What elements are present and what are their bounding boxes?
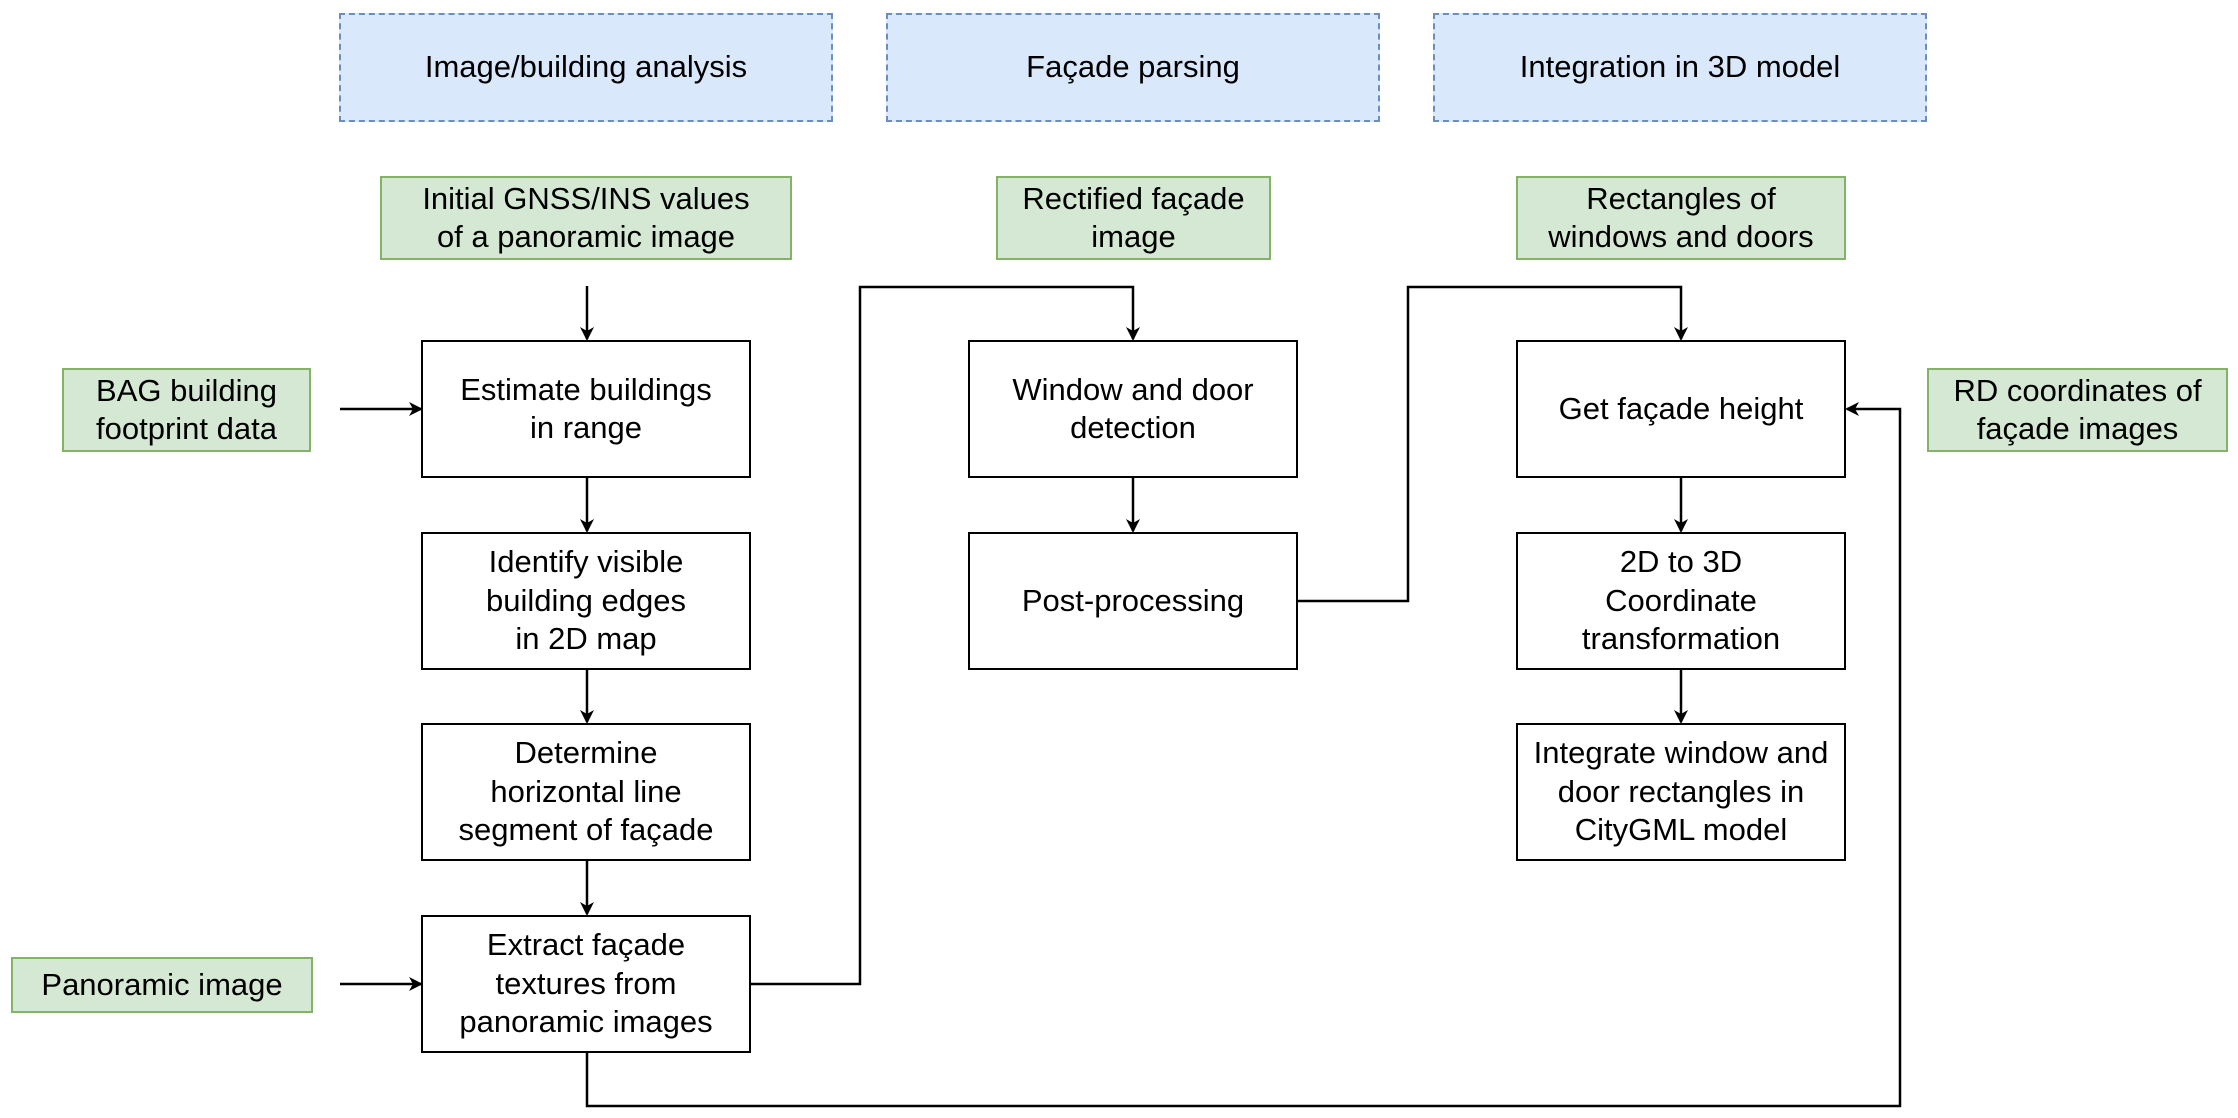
input-rectified-facade: Rectified façade image — [996, 176, 1271, 260]
process-post-processing-label: Post-processing — [1021, 582, 1245, 618]
process-window-door-detection-label: Window and door detection — [1012, 371, 1254, 445]
stage-facade-parsing: Façade parsing — [886, 13, 1380, 122]
input-panoramic-image-label: Panoramic image — [41, 966, 283, 1002]
process-extract-textures: Extract façade textures from panoramic i… — [421, 915, 751, 1053]
process-window-door-detection: Window and door detection — [968, 340, 1298, 478]
process-post-processing: Post-processing — [968, 532, 1298, 670]
input-gnss-values-label: Initial GNSS/INS values of a panoramic i… — [422, 180, 750, 254]
stage-integration-label: Integration in 3D model — [1519, 49, 1841, 85]
process-estimate-buildings: Estimate buildings in range — [421, 340, 751, 478]
process-integrate-citygml-label: Integrate window and door rectangles in … — [1533, 735, 1829, 848]
process-determine-segment: Determine horizontal line segment of faç… — [421, 723, 751, 861]
process-identify-edges-label: Identify visible building edges in 2D ma… — [486, 544, 686, 657]
process-get-facade-height-label: Get façade height — [1558, 390, 1804, 426]
input-bag-footprint-label: BAG building footprint data — [96, 372, 277, 446]
arrow-extract-to-height — [585, 402, 1902, 1108]
process-identify-edges: Identify visible building edges in 2D ma… — [421, 532, 751, 670]
process-estimate-buildings-label: Estimate buildings in range — [460, 371, 712, 445]
arrow-postprocess-to-height — [1298, 285, 1688, 603]
process-get-facade-height: Get façade height — [1516, 340, 1846, 478]
process-determine-segment-label: Determine horizontal line segment of faç… — [458, 735, 714, 848]
process-coordinate-transformation-label: 2D to 3D Coordinate transformation — [1581, 544, 1781, 657]
input-gnss-values: Initial GNSS/INS values of a panoramic i… — [380, 176, 792, 260]
input-panoramic-image: Panoramic image — [11, 957, 313, 1013]
input-rectified-facade-label: Rectified façade image — [1022, 180, 1245, 254]
stage-integration: Integration in 3D model — [1433, 13, 1927, 122]
stage-image-analysis: Image/building analysis — [339, 13, 833, 122]
process-extract-textures-label: Extract façade textures from panoramic i… — [459, 927, 713, 1040]
arrow-extract-to-detection — [751, 285, 1140, 986]
process-integrate-citygml: Integrate window and door rectangles in … — [1516, 723, 1846, 861]
stage-facade-parsing-label: Façade parsing — [1026, 49, 1240, 85]
input-window-door-rectangles-label: Rectangles of windows and doors — [1548, 180, 1814, 254]
input-rd-coordinates: RD coordinates of façade images — [1927, 368, 2228, 452]
input-rd-coordinates-label: RD coordinates of façade images — [1953, 372, 2202, 446]
process-coordinate-transformation: 2D to 3D Coordinate transformation — [1516, 532, 1846, 670]
input-window-door-rectangles: Rectangles of windows and doors — [1516, 176, 1846, 260]
stage-image-analysis-label: Image/building analysis — [424, 49, 748, 85]
input-bag-footprint: BAG building footprint data — [62, 368, 311, 452]
